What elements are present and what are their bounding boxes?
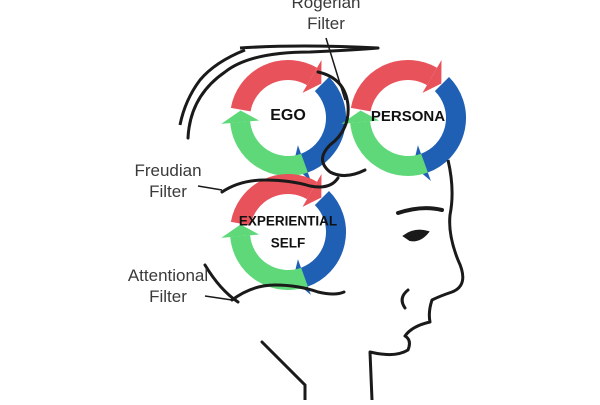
rogerian-filter-label: Rogerian Filter [280,0,372,34]
persona-cycle [341,59,466,181]
cycle-arrowhead-red [302,173,322,207]
experiential-self-cycle [221,173,346,295]
cycle-arrowhead-green [341,110,380,124]
self-label: SELF [271,236,306,251]
cycle-arc-green [230,120,308,176]
rogerian-label-line1: Rogerian [291,0,361,12]
cycle-arc-red [350,60,437,112]
eye [402,229,430,242]
cycle-arc-blue [300,190,346,287]
rogerian-pointer [325,37,346,101]
attentional-label-line2: Filter [149,287,187,306]
attentional-filter-line [230,283,346,302]
skull-back [178,48,246,126]
attentional-label-line1: Attentional [127,266,209,285]
eyebrow [396,206,444,215]
freudian-filter-label: Freudian Filter [122,160,214,202]
cycle-arrowhead-red [422,59,442,93]
cycle-arc-green [350,120,428,176]
head-outline [186,46,380,402]
experiential-label: EXPERIENTIAL [239,214,337,229]
cycle-arc-blue [420,76,466,173]
attentional-filter-label: Attentional Filter [112,265,224,307]
cycle-arrowhead-red [302,59,322,93]
head-top-curve [239,44,379,50]
ego-cycle [221,59,346,181]
nostril [400,288,410,310]
face-profile [368,159,465,401]
cycle-arc-blue [300,76,346,173]
cycle-arc-red [230,60,317,112]
freudian-label-line2: Filter [149,182,187,201]
freudian-label-line1: Freudian [134,161,202,180]
attentional-pointer [204,295,233,301]
rogerian-filter-line [316,70,367,177]
freudian-filter-line [220,176,340,194]
cycle-arc-red [230,174,317,226]
ego-label: EGO [270,107,306,124]
freudian-pointer [197,185,223,191]
cycle-arc-green [230,234,308,290]
cycle-arrowhead-green [221,224,260,238]
rogerian-label-line2: Filter [307,14,345,33]
persona-label: PERSONA [371,108,445,125]
cycle-arrowhead-green [221,110,260,124]
